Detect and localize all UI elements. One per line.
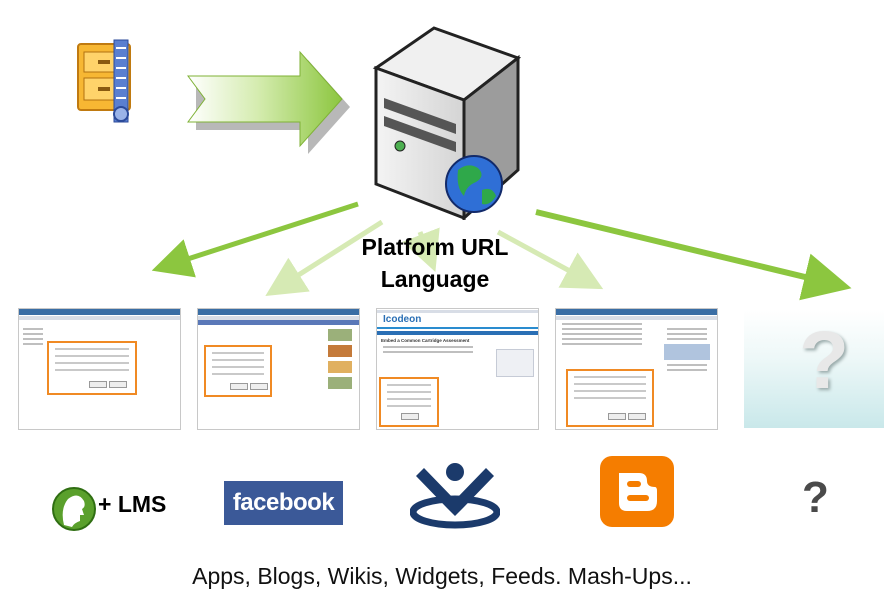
- zip-archive-icon: [77, 39, 131, 123]
- arrow-to-joomla: [402, 227, 440, 273]
- icodeon-brand: Icodeon: [377, 313, 538, 329]
- icodeon-heading: Embed a Common Cartridge Assessment: [381, 338, 470, 343]
- blogger-logo-icon: [600, 456, 674, 527]
- label-line-1: Platform URL: [361, 234, 509, 260]
- input-arrow: [187, 50, 343, 148]
- arrow-to-lms: [151, 201, 359, 278]
- facebook-screenshot: [197, 308, 360, 430]
- label-line-2: Language: [380, 266, 490, 292]
- joomla-logo-icon: [410, 463, 500, 529]
- big-question-mark: ?: [799, 315, 850, 406]
- arrow-to-facebook: [265, 219, 384, 297]
- server-globe-icon: [372, 26, 522, 220]
- unknown-platform-placeholder: ?: [744, 310, 884, 428]
- blogger-screenshot: [555, 308, 718, 430]
- platform-url-language-label: Platform URL Language: [330, 231, 540, 295]
- unknown-logo-question-mark: ?: [802, 473, 829, 522]
- lms-head-icon: [52, 487, 96, 531]
- lms-screenshot: [18, 308, 181, 430]
- lms-text: + LMS: [98, 491, 167, 517]
- arrow-to-unknown: [535, 209, 852, 301]
- caption: Apps, Blogs, Wikis, Widgets, Feeds. Mash…: [192, 563, 692, 589]
- facebook-logo: facebook: [224, 481, 343, 525]
- arrow-to-blogger: [496, 229, 604, 290]
- icodeon-screenshot: Icodeon Embed a Common Cartridge Assessm…: [376, 308, 539, 430]
